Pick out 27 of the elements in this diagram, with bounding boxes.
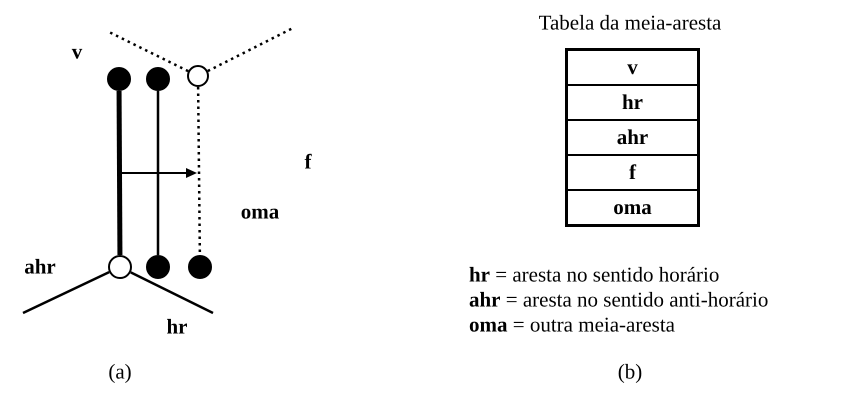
edge-line [156,91,160,255]
legend-text: ahr = aresta no sentido anti-horário [469,290,768,310]
edge-line [130,271,214,314]
table-title: Tabela da meia-aresta [538,12,722,34]
edge-line [116,90,122,256]
table-cell: f [568,154,697,189]
filled-vertex-dot [107,67,131,91]
open-vertex-circle [187,65,209,87]
panel-caption: (b) [618,362,642,382]
filled-vertex-dot [146,255,170,279]
table-cell-text: v [626,54,639,81]
half-edge-name: oma [240,202,280,222]
table-cell: oma [568,189,697,224]
dotted-edge-line [207,26,294,72]
half-edge-name: ahr [24,256,56,278]
legend-text: oma = outra meia-aresta [469,314,676,336]
filled-vertex-dot [146,67,170,91]
legend-text: hr = aresta no sentido horário [469,264,720,286]
face-label: f [304,152,312,172]
table-cell: hr [568,84,697,119]
panel-caption: (a) [108,362,132,382]
table-cell: ahr [568,119,697,154]
filled-vertex-dot [188,255,212,279]
edge-line [22,271,110,314]
vertex-label: v [72,42,82,62]
half-edge-name: hr [166,316,188,338]
open-vertex-circle [108,255,132,279]
